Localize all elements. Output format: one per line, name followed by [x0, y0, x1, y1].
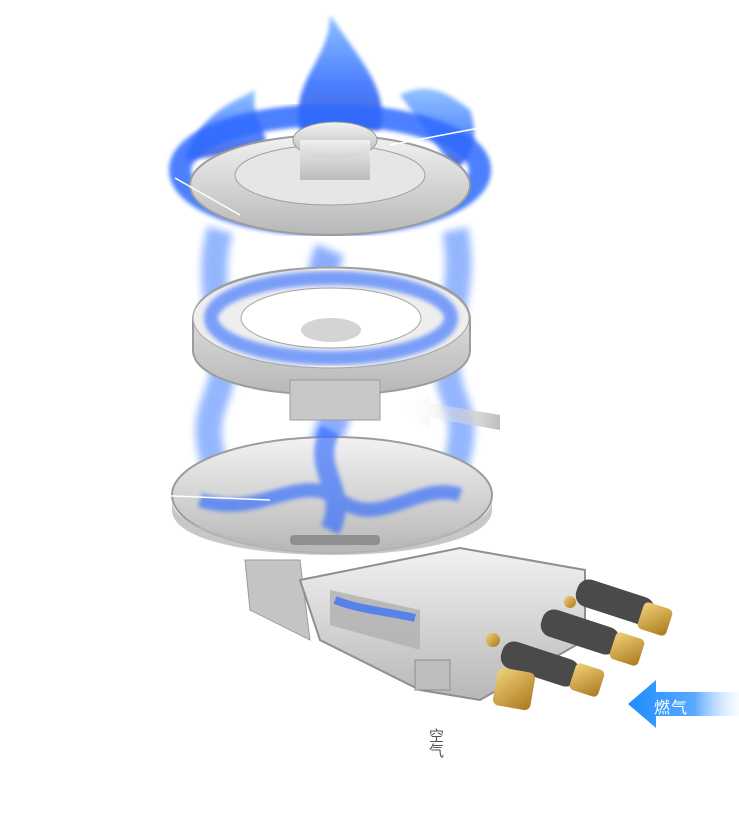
air-label: 空气 — [427, 728, 445, 758]
gas-label: 燃气 — [654, 698, 689, 717]
gas-inlet-arrow — [628, 680, 739, 728]
nozzle-bottom — [500, 641, 605, 697]
distributor-ring — [192, 266, 500, 430]
base-plate — [149, 425, 493, 555]
gas-nozzles — [486, 579, 673, 711]
nozzle-top — [575, 579, 673, 636]
nozzle-middle — [540, 609, 645, 666]
burner-cap-with-flames — [169, 15, 496, 236]
air-inlet-arrow — [400, 395, 500, 430]
